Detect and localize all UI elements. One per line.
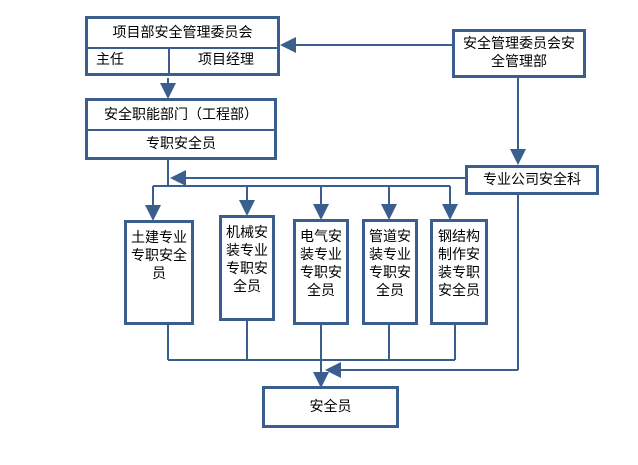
project-committee-divider-h: [88, 47, 277, 49]
civil-safety-box: 土建专业 专职安全 员: [124, 220, 194, 325]
company-committee-box: 安全管理委员会安 全管理部: [452, 29, 586, 78]
safety-dept-sub: 专职安全员: [146, 136, 216, 152]
safety-dept-divider: [88, 129, 274, 131]
safety-officer-box: 安全员: [262, 386, 399, 428]
company-committee-line2: 全管理部: [491, 54, 547, 70]
project-committee-right-label: 项目经理: [198, 52, 254, 68]
mechanical-safety-box: 机械安 装专业 专职安 全员: [219, 215, 275, 321]
project-committee-left-label: 主任: [96, 52, 124, 68]
pipeline-safety-box: 管道安 装专业 专职安 全员: [362, 219, 418, 325]
project-committee-title: 项目部安全管理委员会: [112, 25, 253, 41]
electrical-safety-box: 电气安 装专业 专职安 全员: [293, 219, 349, 325]
safety-dept-box: 安全职能部门（工程部） 专职安全员: [85, 98, 277, 160]
safety-dept-title: 安全职能部门（工程部）: [104, 107, 258, 123]
steel-structure-safety-box: 钢结构 制作安 装专职 安全员: [430, 219, 488, 325]
company-safety-section-box: 专业公司安全科: [465, 165, 599, 195]
project-committee-divider-v: [168, 49, 170, 73]
project-committee-box: 项目部安全管理委员会 主任 项目经理: [85, 16, 280, 76]
company-committee-line1: 安全管理委员会安: [463, 36, 575, 52]
